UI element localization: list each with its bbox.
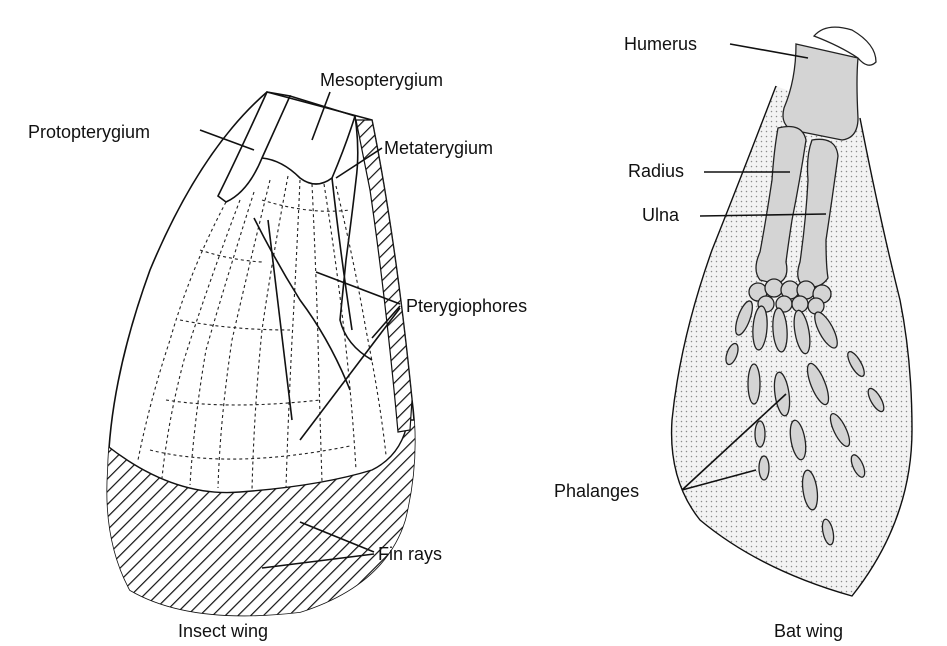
label-fin-rays: Fin rays — [378, 544, 442, 564]
label-ulna: Ulna — [642, 205, 680, 225]
label-radius: Radius — [628, 161, 684, 181]
label-metaterygium: Metaterygium — [384, 138, 493, 158]
caption-insect-wing: Insect wing — [178, 621, 268, 641]
label-protopterygium: Protopterygium — [28, 122, 150, 142]
vein-line-2 — [268, 220, 292, 420]
bat-wing-figure: Humerus Radius Ulna Phalanges Bat wing — [554, 27, 912, 641]
pterygiophore-lines — [138, 176, 386, 490]
vein-line-1 — [254, 218, 350, 390]
label-phalanges: Phalanges — [554, 481, 639, 501]
label-pterygiophores: Pterygiophores — [406, 296, 527, 316]
insect-wing-figure: Protopterygium Mesopterygium Metaterygiu… — [28, 70, 527, 641]
basal-elements — [218, 92, 372, 360]
humerus-bone — [783, 44, 858, 140]
label-humerus: Humerus — [624, 34, 697, 54]
caption-bat-wing: Bat wing — [774, 621, 843, 641]
label-mesopterygium: Mesopterygium — [320, 70, 443, 90]
